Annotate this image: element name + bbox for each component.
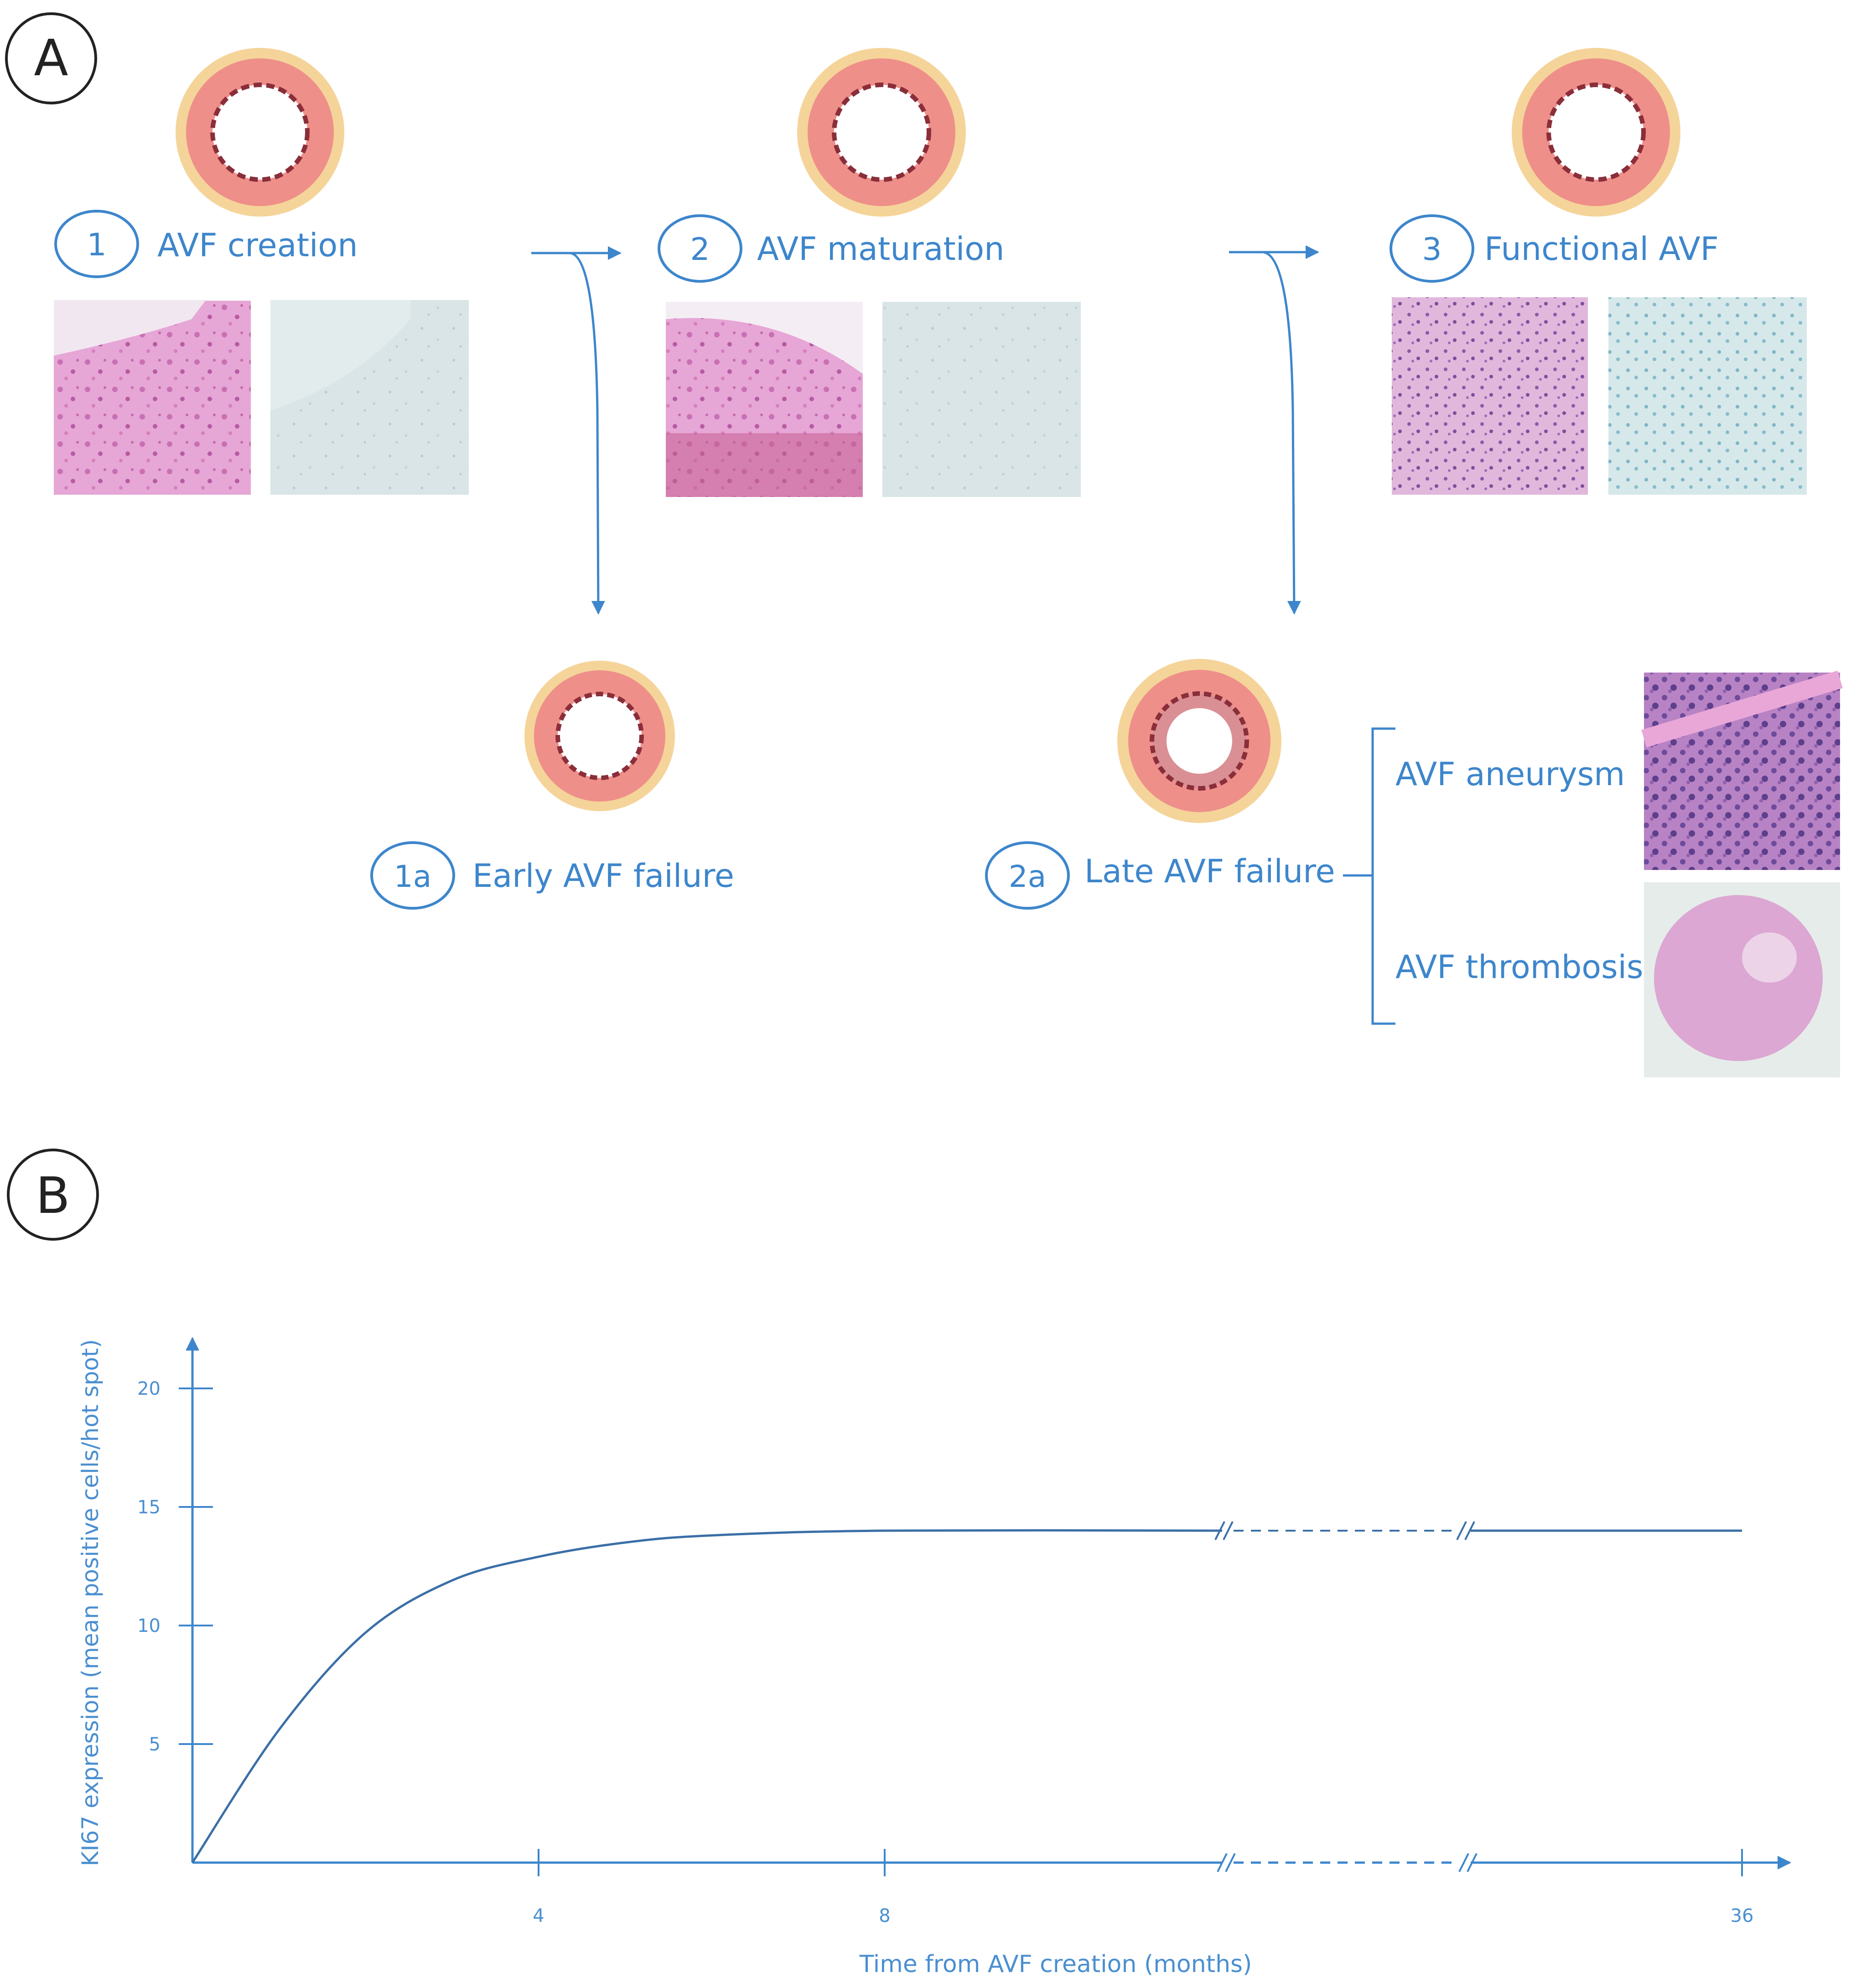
panel-a-badge [5,12,97,104]
curve-layer [191,1521,1742,1864]
x-tick-label: 36 [1731,1905,1754,1926]
stage-1-label: AVF creation [157,227,358,264]
x-axis-label: Time from AVF creation (months) [859,1951,1252,1978]
x-tick-label: 4 [533,1905,544,1926]
stage-1-number: 1 [87,227,106,263]
ki67-chart: 20 15 10 5 4 8 36 KI67 expression (mean posit… [77,1337,1791,1978]
series-break-mark [1214,1521,1225,1540]
y-tick-label: 5 [149,1734,161,1755]
series-break-mark [1464,1521,1475,1540]
y-ticks: 20 15 10 5 [137,1378,213,1755]
vessel-icon-early-failure [524,661,675,811]
series-break-mark [1456,1521,1467,1540]
stage-1a-number: 1a [394,859,431,894]
panel-b-letter: B [36,1166,70,1225]
stage-2: 2 AVF maturation [658,214,1004,283]
micrograph-creation-ihc [270,300,469,495]
vessel-icon-late-failure [1117,659,1281,823]
vessel-icon-maturation [797,48,966,217]
x-ticks: 4 8 36 [533,1849,1753,1926]
stage-1a-label: Early AVF failure [472,857,734,895]
outcome-thrombosis-label: AVF thrombosis [1395,948,1644,986]
panel-a: A 1 [5,12,1843,1077]
stage-2a: 2a Late AVF failure [985,841,1335,910]
micrograph-thrombosis [1644,882,1840,1077]
panel-a-letter: A [34,29,68,87]
outcome-bracket [1371,727,1395,1025]
panel-b: B 20 15 10 5 4 8 36 KI67 expression (mean pos… [7,1149,1791,1978]
y-tick-label: 10 [137,1615,161,1636]
micrograph-creation-he [54,300,251,495]
y-axis-label: KI67 expression (mean positive cells/hot… [77,1339,104,1866]
micrograph-functional-he [1392,297,1588,495]
stage-1a-badge [370,841,455,910]
series-line [191,1529,1223,1864]
micrograph-aneurysm [1641,670,1843,870]
stage-2-number: 2 [690,232,710,268]
stage-2a-number: 2a [1009,859,1046,894]
arrow-1-to-1a [570,252,605,615]
vessel-icon-functional [1512,48,1680,217]
x-axis-break-marks [1217,1853,1478,1872]
stage-1: 1 AVF creation [54,210,358,278]
stage-2-label: AVF maturation [757,230,1004,268]
y-tick-label: 20 [137,1378,161,1399]
stage-3-badge [1390,214,1474,283]
stage-1-badge [54,210,139,278]
outcome-aneurysm-label: AVF aneurysm [1395,756,1625,793]
vessel-icon-creation [176,48,344,217]
stage-3: 3 Functional AVF [1390,214,1719,283]
arrow-2-to-2a [1263,251,1301,615]
x-tick-label: 8 [879,1905,890,1926]
panel-b-badge [7,1149,99,1241]
series-break-mark [1223,1521,1234,1540]
y-tick-label: 15 [137,1497,161,1518]
stage-3-number: 3 [1422,232,1441,268]
stage-2-badge [658,214,742,283]
stage-2a-label: Late AVF failure [1084,853,1335,890]
micrograph-functional-ihc [1608,297,1807,495]
stage-2a-badge [985,841,1070,910]
stage-1a: 1a Early AVF failure [370,841,734,910]
flow-arrows [531,245,1395,1025]
micrograph-maturation-ihc [882,302,1081,497]
micrograph-maturation-he [666,302,863,497]
stage-3-label: Functional AVF [1484,230,1719,268]
